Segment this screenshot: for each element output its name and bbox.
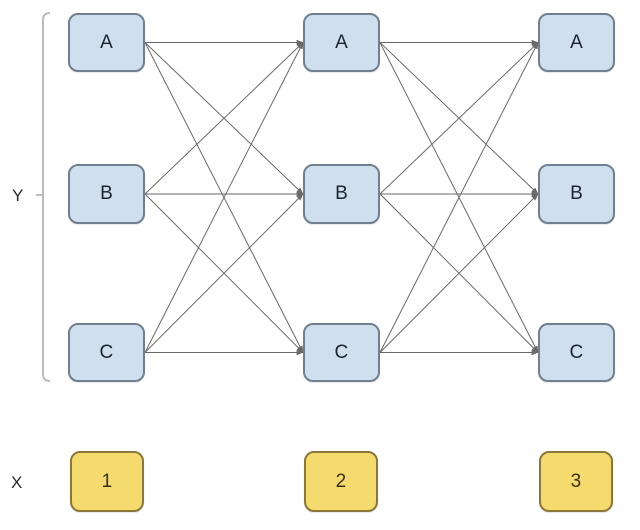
y-axis-label: Y: [12, 186, 24, 205]
graph-edge-a2-to-c3: [379, 42, 539, 354]
graph-edge-b1-to-a2: [144, 42, 304, 195]
graph-edge-a1-to-b2: [144, 42, 304, 195]
graph-node-b2[interactable]: B: [303, 164, 380, 224]
x-axis-label: X: [11, 473, 23, 492]
y-bracket-path: [42, 12, 51, 382]
graph-node-c3[interactable]: C: [538, 323, 615, 382]
graph-node-a2[interactable]: A: [303, 13, 380, 72]
graph-edge-b1-to-c2: [144, 193, 304, 353]
x-axis-node-1[interactable]: 1: [70, 451, 144, 512]
graph-edge-a2-to-b3: [379, 42, 539, 195]
graph-node-b3[interactable]: B: [538, 164, 615, 224]
graph-edge-c1-to-a2: [144, 41, 304, 353]
graph-node-c2[interactable]: C: [303, 323, 380, 382]
graph-edge-c1-to-b2: [144, 193, 304, 353]
x-axis-node-3[interactable]: 3: [539, 451, 613, 512]
graph-node-a3[interactable]: A: [538, 13, 615, 72]
x-axis-node-2[interactable]: 2: [304, 451, 378, 512]
graph-node-c1[interactable]: C: [68, 323, 145, 382]
graph-node-b1[interactable]: B: [68, 164, 145, 224]
graph-edge-b2-to-c3: [379, 193, 539, 353]
graph-edge-a1-to-c2: [144, 42, 304, 354]
graph-edge-b2-to-a3: [379, 42, 539, 195]
graph-edge-c2-to-b3: [379, 193, 539, 353]
graph-node-a1[interactable]: A: [68, 13, 145, 72]
graph-edge-c2-to-a3: [379, 41, 539, 353]
